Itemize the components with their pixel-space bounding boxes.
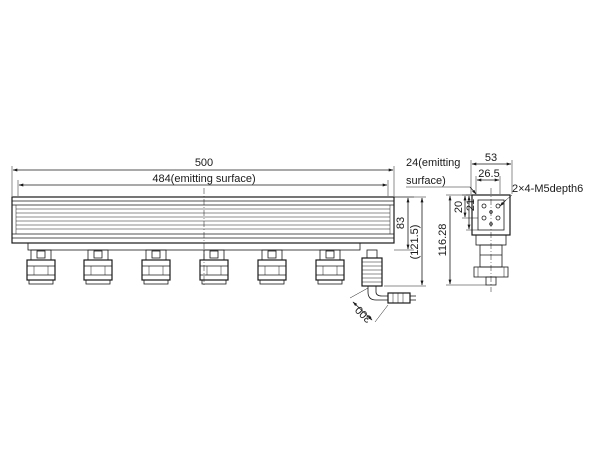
base-plate: [27, 242, 361, 251]
side-view: 24(emitting surface) 53 26.5 2×4-M5depth…: [406, 152, 583, 292]
side-height-3-label: 116.28: [437, 224, 449, 257]
dimension-emitting-length: 484(emitting surface): [17, 173, 389, 196]
dimension-cable-length: 300: [349, 287, 389, 325]
height-label: 83: [395, 217, 407, 229]
mounting-bracket: [199, 249, 229, 285]
dimension-overall-length: 500: [11, 157, 395, 196]
cable-length-label: 300: [353, 303, 374, 324]
light-bar-housing: [11, 188, 395, 285]
height-with-connector-label: (121.5): [409, 225, 421, 260]
overall-length-label: 500: [195, 157, 213, 169]
side-width-label: 53: [485, 152, 497, 164]
side-emitting-label-line1: 24(emitting: [406, 157, 460, 169]
emitting-length-label: 484(emitting surface): [152, 173, 255, 185]
mounting-bracket: [26, 249, 56, 285]
mounting-bracket: [141, 249, 171, 285]
dimension-height-with-connector: (121.5): [384, 196, 426, 287]
side-inner-width-label: 26.5: [478, 168, 499, 180]
screw-callout-label: 2×4-M5depth6: [512, 183, 583, 195]
side-profile: [471, 188, 511, 292]
front-view: 500 484(emitting surface): [11, 157, 426, 325]
side-height-2-label: 21: [465, 199, 477, 211]
cable-connector: [361, 249, 416, 304]
mounting-bracket: [83, 249, 113, 285]
dimension-side-height-3: 116.28: [437, 194, 486, 286]
dimension-side-inner-width: 26.5: [475, 168, 501, 194]
mounting-brackets: [26, 249, 345, 285]
side-emitting-label-line2: surface): [406, 175, 446, 187]
side-height-1-label: 20: [453, 201, 465, 213]
dimension-side-width: 53: [470, 152, 513, 194]
dimension-side-height-2: 21: [465, 194, 478, 231]
mounting-bracket: [257, 249, 287, 285]
mounting-bracket: [315, 249, 345, 285]
